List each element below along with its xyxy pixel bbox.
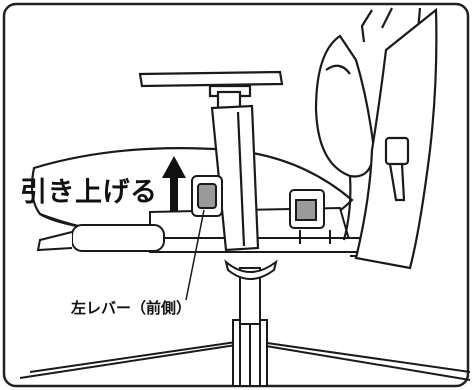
up-arrow-icon — [162, 156, 186, 212]
chair-base — [19, 319, 471, 387]
armrest — [138, 70, 284, 252]
right-lever — [295, 199, 317, 221]
backrest — [314, 7, 438, 270]
leader-line — [185, 209, 205, 301]
lever-label: 左レバー（前側） — [71, 299, 192, 317]
gas-cylinder — [224, 259, 278, 325]
front-left-lever — [191, 175, 223, 217]
action-label: 引き上げる — [20, 177, 158, 208]
